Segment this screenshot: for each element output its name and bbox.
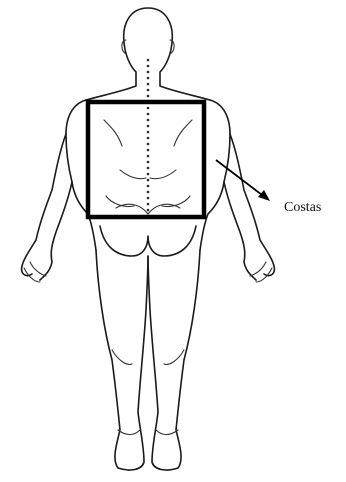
vertebra-dot (147, 131, 150, 134)
vertebra-dot (147, 125, 150, 128)
vertebra-dot (147, 59, 150, 62)
vertebra-dot (147, 89, 150, 92)
vertebra-dot (147, 155, 150, 158)
region-label: Costas (284, 200, 321, 216)
left-leg (96, 250, 148, 470)
vertebra-dot (147, 149, 150, 152)
vertebra-dot (147, 65, 150, 68)
vertebra-dot (147, 203, 150, 206)
vertebra-dot (147, 185, 150, 188)
vertebra-dot (147, 119, 150, 122)
vertebra-dot (147, 107, 150, 110)
spine (147, 59, 150, 212)
right-arm (224, 134, 274, 282)
vertebra-dot (147, 113, 150, 116)
vertebra-dot (147, 209, 150, 212)
right-leg (148, 250, 200, 470)
head (86, 8, 210, 100)
vertebra-dot (147, 143, 150, 146)
vertebra-dot (147, 179, 150, 182)
left-arm (22, 134, 72, 282)
vertebra-dot (147, 71, 150, 74)
vertebra-dot (147, 137, 150, 140)
buttocks (100, 226, 196, 256)
vertebra-dot (147, 191, 150, 194)
vertebra-dot (147, 77, 150, 80)
vertebra-dot (147, 173, 150, 176)
vertebra-dot (147, 95, 150, 98)
vertebra-dot (147, 197, 150, 200)
vertebra-dot (147, 167, 150, 170)
vertebra-dot (147, 83, 150, 86)
vertebra-dot (147, 161, 150, 164)
